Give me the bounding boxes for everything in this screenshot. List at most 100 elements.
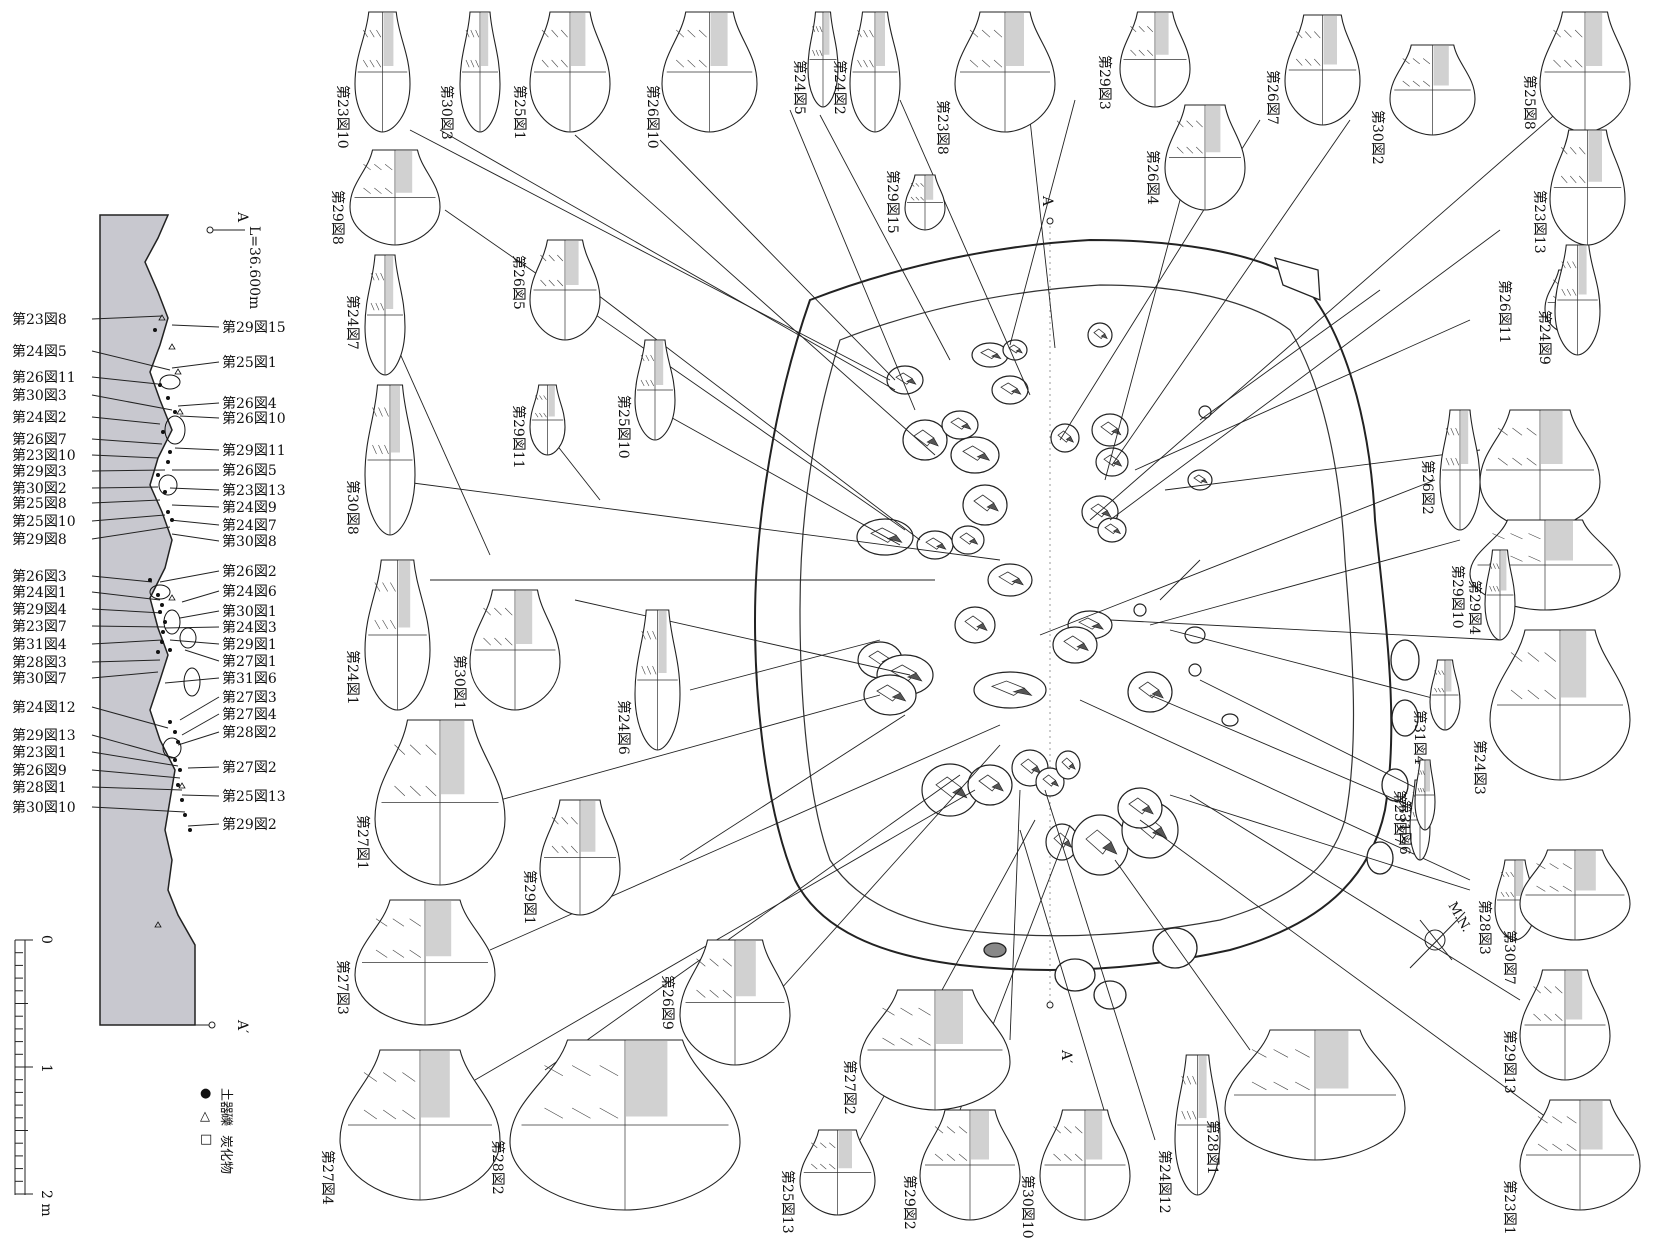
vessel-drawing: 第29図13 [1501,969,1611,1094]
section-vessel-outline [163,609,181,635]
sherd [986,502,999,512]
pottery-cluster [1035,767,1065,797]
vessel-drawing: 第30図8 [344,384,416,536]
leader-line [1104,199,1181,481]
vessel-label: 第28図1 [1204,1120,1221,1175]
leader-line [1009,789,1021,1041]
vessel-drawing: 第27図2 [841,989,1011,1115]
pottery-cluster [1052,626,1098,664]
pottery-cluster [973,671,1047,709]
vessel-drawing: 第26図2 [1419,409,1481,531]
vessel-drawing: 第28図2 [489,1039,741,1211]
leader-line [1169,794,1471,891]
section-point-a2: A′ [234,1019,250,1033]
leader-line [1114,859,1251,1051]
scale-bar: 0 1 2 m [14,935,54,1217]
find-point [173,758,177,762]
vessel-label: 第30図10 [1019,1175,1036,1238]
section-label-right: 第27図3 [222,689,277,706]
vessel-label: 第31図4 [1411,710,1428,765]
vessel-label: 第29図4 [1466,580,1483,635]
vessel-drawing: 第23図10 [334,11,411,149]
find-point [156,473,160,477]
section-leader-right [184,649,220,662]
leader-line [1019,829,1111,1131]
section-labels-left: 第23図8第24図5第26図11第30図3第24図2第26図7第23図10第29… [12,311,186,816]
section-labels-right: 第29図15第25図1第26図4第26図10第29図11第26図5第23図13第… [159,319,286,833]
sherd [1151,689,1164,699]
section-label-left: 第23図1 [12,744,67,761]
sherd [968,538,979,545]
section-leader-left [91,591,161,601]
vessel-drawing: 第30図2 [1369,44,1476,165]
section-label-right: 第27図1 [222,653,277,670]
section-leader-right [171,361,220,369]
north-arrow: M.N. [1409,900,1474,969]
pottery-cluster [1087,322,1113,348]
gravel-point [168,594,176,601]
vessel-drawing: 第26図7 [1264,14,1361,126]
sherd [1063,839,1073,848]
vessel-label: 第28図2 [489,1140,506,1195]
section-leader-right [171,533,220,542]
section-leader-left [91,499,161,504]
vessel-label: 第24図9 [1536,310,1553,365]
leader-line [1109,619,1501,641]
section-label-left: 第23図10 [12,447,76,464]
sherd [1011,578,1024,586]
legend-label-gravel: 礫 [218,1113,234,1126]
leader-line [384,319,491,556]
legend-label-charcoal: 炭化物 [218,1135,233,1174]
vessel-label: 第25図13 [779,1170,796,1234]
section-leader-left [91,416,161,425]
sherd [1015,348,1023,354]
vessel-drawing: 第24図6 [615,609,681,755]
sherd [906,672,923,682]
vessel-drawing: 第29図15 [884,170,946,234]
section-label-right: 第30図8 [222,533,277,550]
section-leader-left [91,350,171,371]
find-point [168,648,172,652]
find-point [160,640,164,644]
leader-line [1149,539,1461,626]
vessel-drawing: 第24図7 [344,254,406,376]
vessel-label: 第31図6 [1396,800,1413,855]
pottery-cluster [962,484,1008,526]
section-leader-left [91,514,166,522]
pottery-cluster [991,375,1029,405]
pottery-cluster [987,563,1033,597]
leader-line [1189,794,1521,1001]
find-point [166,396,170,400]
vessel-label: 第26図9 [659,975,676,1030]
pottery-cluster [1117,787,1163,829]
north-label: M.N. [1445,900,1474,935]
find-point [166,460,170,464]
find-point [180,798,184,802]
vessel-label: 第24図3 [1471,740,1488,795]
leader-line [899,99,1031,396]
pottery-cluster [1184,626,1206,644]
vessel-label: 第24図1 [344,650,361,705]
vessel-label: 第29図10 [1449,565,1466,629]
vessel-drawing: 第27図1 [354,719,506,886]
pit-outer-outline [753,238,1393,971]
section-leader-left [91,526,171,540]
section-label-left: 第25図10 [12,513,76,530]
vessel-label: 第23図1 [1501,1180,1518,1235]
section-label-left: 第29図4 [12,601,67,618]
leader-line [639,399,901,546]
vessel-drawing: 第24図12 [1156,1054,1221,1214]
section-label-left: 第28図3 [12,654,67,671]
vessel-label: 第29図15 [884,170,901,234]
vessel-label: 第24図7 [344,295,361,350]
section-label-right: 第25図1 [222,354,277,371]
section-leader-left [91,454,159,459]
vessel-label: 第26図10 [644,85,661,149]
section-leader-left [91,376,159,385]
section-label-left: 第30図2 [12,480,67,497]
section-leader-left [91,806,186,813]
pottery-cluster [886,365,924,395]
legend-symbol-charcoal: □ [200,1132,212,1147]
leader-line [1111,119,1351,466]
sherd [1068,763,1076,770]
